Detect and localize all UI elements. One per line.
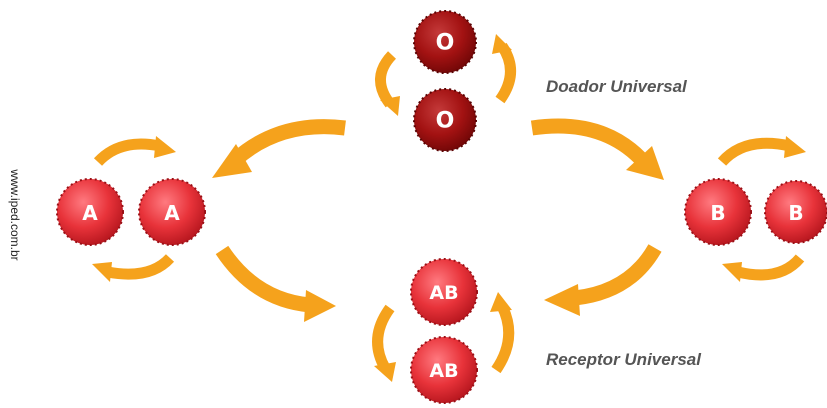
cell-ab-top-label: AB (429, 282, 458, 304)
cell-o-bottom: O (413, 88, 477, 152)
cell-ab-top: AB (410, 258, 478, 326)
cell-b-left-label: B (710, 201, 725, 225)
cell-b-left: B (684, 178, 752, 246)
exchange-arrow-b-bottom (722, 254, 805, 282)
arrow-o-to-b (530, 118, 664, 180)
cell-a-left: A (56, 178, 124, 246)
exchange-arrow-ab-right (490, 292, 515, 374)
cell-a-left-label: A (82, 201, 98, 225)
cell-b-right-label: B (788, 201, 803, 225)
universal-donor-caption: Doador Universal (546, 77, 687, 96)
arrow-a-to-ab (215, 245, 336, 322)
cell-o-bottom-label: O (436, 109, 455, 134)
exchange-arrow-o-right (492, 34, 516, 104)
exchange-arrow-a-bottom (92, 254, 175, 282)
exchange-arrow-o-left (375, 51, 400, 116)
cell-a-right-label: A (164, 201, 180, 225)
exchange-arrow-b-top (717, 136, 806, 166)
arrow-b-to-ab (544, 244, 662, 316)
watermark-text: www.iped.com.br (8, 169, 22, 261)
cell-a-right: A (138, 178, 206, 246)
exchange-arrow-ab-left (372, 304, 396, 382)
universal-receptor-caption: Receptor Universal (546, 350, 701, 369)
exchange-arrow-a-top (93, 136, 176, 166)
cell-ab-bottom-label: AB (429, 360, 458, 382)
cell-ab-bottom: AB (410, 336, 478, 404)
cell-b-right: B (764, 180, 827, 244)
cell-o-top-label: O (436, 31, 455, 56)
cell-o-top: O (413, 10, 477, 74)
arrow-o-to-a (212, 119, 346, 178)
